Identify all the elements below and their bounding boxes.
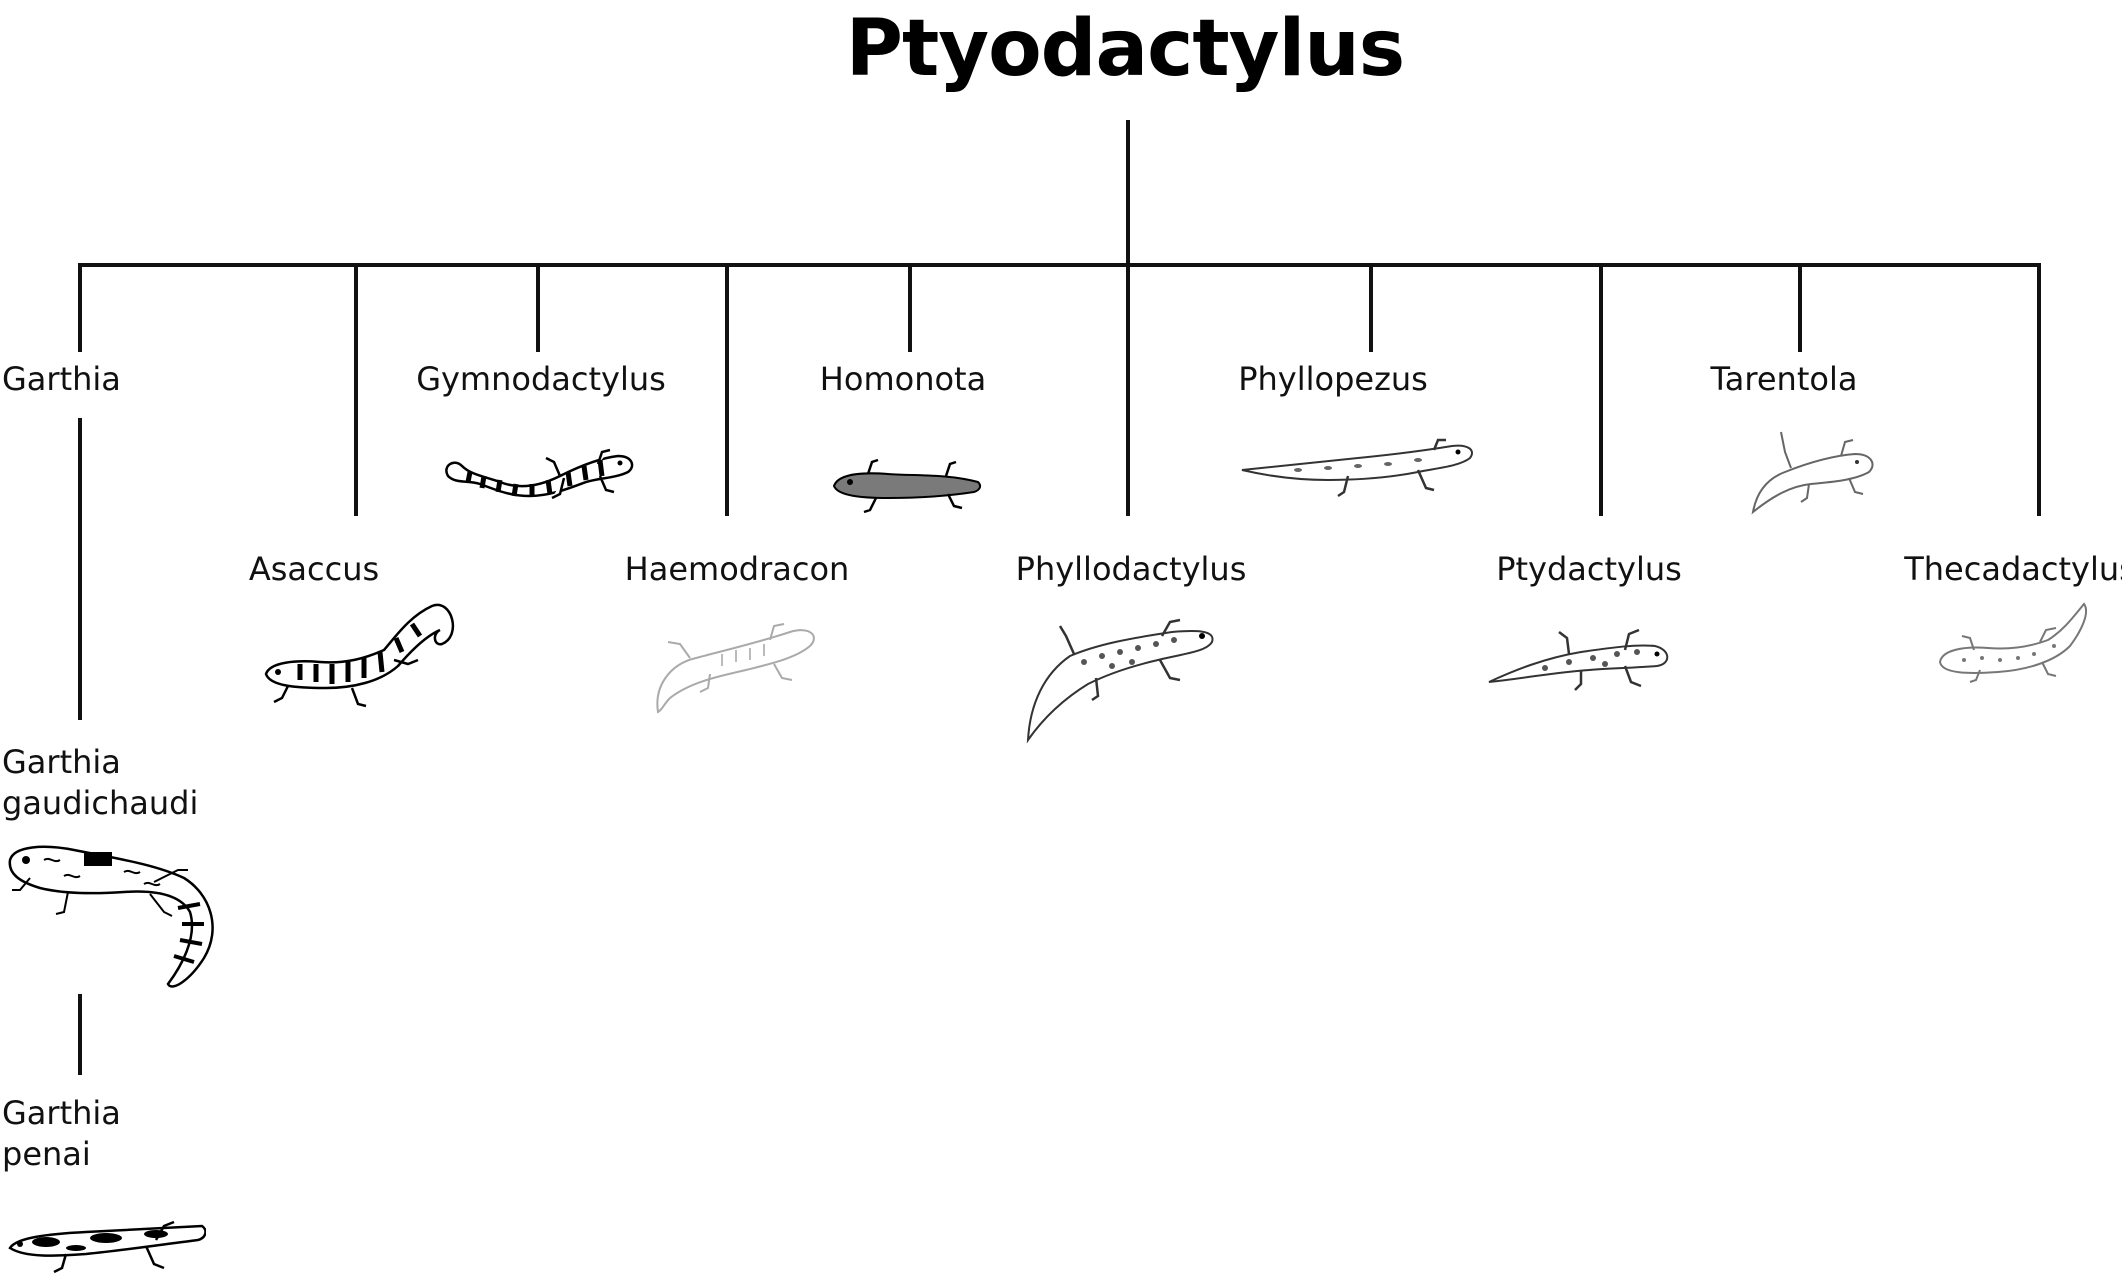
label-asaccus: Asaccus [248,550,380,588]
species-genus-line: Garthia [2,1094,121,1132]
label-tarentola: Tarentola [1710,360,1858,398]
gecko-garthia-penai-image [8,1220,206,1274]
gecko-gymnodactylus-image [445,448,634,500]
species-genus-line: Garthia [2,743,121,781]
label-garthia: Garthia [2,360,121,398]
gecko-tarentola-image [1751,431,1874,515]
gecko-phyllopezus-image [1241,438,1473,498]
gecko-asaccus-image [264,603,455,708]
tree-title: Ptyodactylus [845,4,1405,94]
label-homonota: Homonota [819,360,987,398]
gecko-phyllodactylus-image [1026,618,1214,744]
gecko-homonota-image [832,458,982,514]
label-phyllopezus: Phyllopezus [1238,360,1428,398]
gecko-garthia-gaudichaudi-image [8,845,214,988]
species-epithet-line: penai [2,1135,91,1173]
label-phyllodactylus: Phyllodactylus [1015,550,1247,588]
species-epithet-line: gaudichaudi [2,784,199,822]
label-thecadactylus: Thecadactylus [1904,550,2122,588]
gecko-ptydactylus-image [1488,628,1669,691]
label-garthia-gaudichaudi: Garthia gaudichaudi [2,742,198,824]
label-haemodracon: Haemodracon [624,550,850,588]
label-gymnodactylus: Gymnodactylus [416,360,666,398]
label-ptydactylus: Ptydactylus [1496,550,1682,588]
gecko-haemodracon-image [656,623,815,714]
gecko-thecadactylus-image [1938,602,2088,683]
label-garthia-penai: Garthia penai [2,1093,121,1175]
